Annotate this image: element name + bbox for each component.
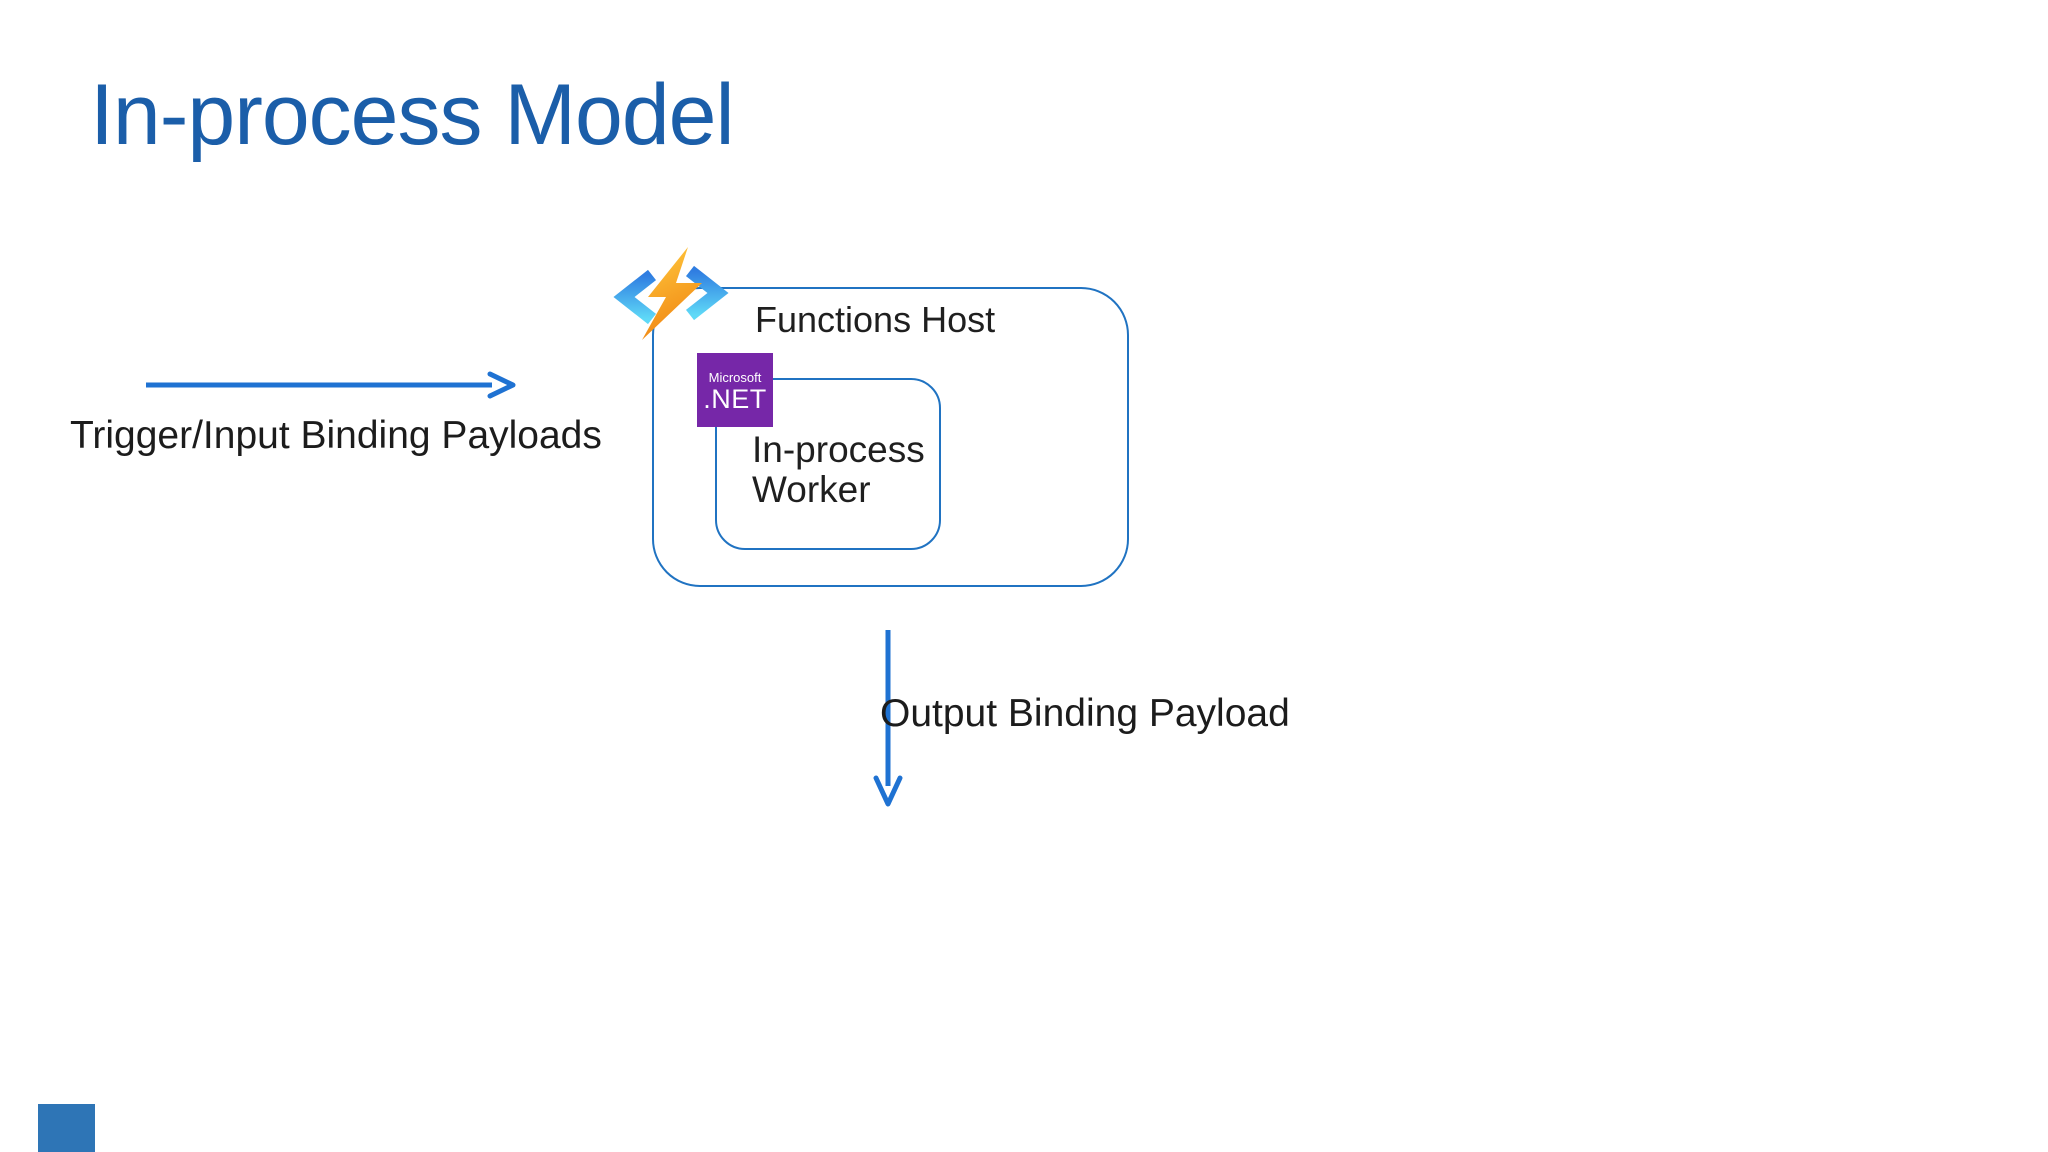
input-arrow-label: Trigger/Input Binding Payloads <box>70 414 602 457</box>
functions-host-box <box>652 287 1129 587</box>
slide-accent-square <box>38 1104 95 1152</box>
azure-functions-icon <box>612 243 730 348</box>
input-arrow <box>140 368 525 402</box>
dotnet-logo: Microsoft .NET <box>697 353 773 427</box>
dotnet-logo-name-text: .NET <box>703 384 767 414</box>
dotnet-logo-brand-text: Microsoft <box>708 370 762 385</box>
in-process-worker-label: In-process Worker <box>752 429 925 510</box>
right-angle-bracket <box>685 265 729 321</box>
functions-host-label: Functions Host <box>755 299 996 340</box>
in-process-worker-box <box>715 378 941 550</box>
output-arrow-label: Output Binding Payload <box>880 692 1290 735</box>
page-title: In-process Model <box>90 67 735 163</box>
output-arrow <box>868 626 908 816</box>
lightning-bolt <box>642 247 702 340</box>
left-angle-bracket <box>613 269 657 325</box>
